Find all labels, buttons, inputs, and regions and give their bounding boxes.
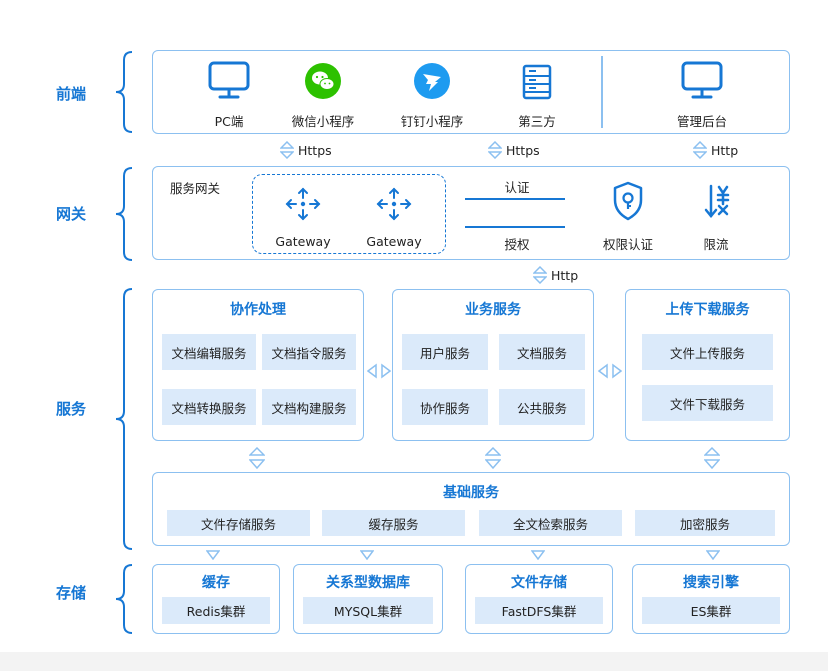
- bidirectional-arrow-icon: [693, 141, 707, 159]
- transfer-service-item: 文件上传服务: [642, 334, 773, 370]
- gateway-cluster: [252, 174, 446, 254]
- client-label-dingtalk: 钉钉小程序: [400, 114, 464, 129]
- storage-item: ES集群: [642, 597, 780, 624]
- gateway-node-label: Gateway: [275, 234, 331, 249]
- horizontal-bidirectional-arrow-icon: [598, 363, 622, 379]
- move-arrows-icon: [376, 187, 412, 221]
- storage-title: 关系型数据库: [326, 575, 410, 591]
- protocol-label: Http: [551, 267, 579, 283]
- base-service-item: 文件存储服务: [167, 510, 310, 536]
- business-service-item: 公共服务: [499, 389, 585, 425]
- business-service-item: 协作服务: [402, 389, 488, 425]
- vertical-bidirectional-arrow-icon: [704, 447, 720, 469]
- collab-service-item: 文档编辑服务: [162, 334, 256, 370]
- business-service-item: 文档服务: [499, 334, 585, 370]
- collab-service-item: 文档构建服务: [262, 389, 356, 425]
- base-service-item: 加密服务: [635, 510, 775, 536]
- storage-title: 搜索引擎: [683, 575, 739, 591]
- protocol-http-2: Http: [533, 266, 578, 284]
- bottom-bar: [0, 652, 828, 671]
- client-label-pc: PC端: [214, 114, 244, 129]
- dingtalk-icon: [414, 63, 450, 99]
- transfer-service-item: 文件下载服务: [642, 385, 773, 421]
- brace-gateway: [115, 167, 133, 261]
- business-service-item: 用户服务: [402, 334, 488, 370]
- protocol-label: Https: [298, 142, 332, 158]
- gateway-node-label: Gateway: [366, 234, 422, 249]
- protocol-https-1: Https: [280, 141, 332, 159]
- transfer-service-title: 上传下载服务: [665, 302, 750, 318]
- permission-label: 权限认证: [602, 237, 653, 252]
- authz-label: 授权: [504, 237, 530, 252]
- down-arrow-icon: [706, 550, 720, 560]
- base-service-title: 基础服务: [443, 485, 499, 501]
- protocol-https-2: Https: [488, 141, 540, 159]
- down-arrow-icon: [531, 550, 545, 560]
- base-service-item: 全文检索服务: [479, 510, 622, 536]
- layer-label-storage: 存储: [56, 584, 87, 602]
- frontend-divider: [601, 56, 603, 128]
- bidirectional-arrow-icon: [488, 141, 502, 159]
- down-arrow-icon: [360, 550, 374, 560]
- collab-service-item: 文档指令服务: [262, 334, 356, 370]
- rate-limit-label: 限流: [703, 237, 729, 252]
- layer-label-gateway: 网关: [56, 205, 87, 223]
- gateway-title: 服务网关: [170, 181, 221, 196]
- brace-services: [115, 288, 133, 550]
- storage-item: FastDFS集群: [475, 597, 603, 624]
- brace-frontend: [115, 51, 133, 133]
- rate-limit-icon: [704, 184, 730, 218]
- vertical-bidirectional-arrow-icon: [249, 447, 265, 469]
- storage-title: 缓存: [202, 575, 230, 591]
- collab-service-title: 协作处理: [230, 302, 286, 318]
- client-label-wechat: 微信小程序: [291, 114, 355, 129]
- monitor-icon: [681, 61, 723, 99]
- storage-title: 文件存储: [511, 575, 567, 591]
- protocol-http-1: Http: [693, 141, 738, 159]
- storage-item: MYSQL集群: [303, 597, 433, 624]
- server-icon: [522, 64, 552, 100]
- authz-line: [465, 226, 565, 228]
- storage-item: Redis集群: [162, 597, 270, 624]
- horizontal-bidirectional-arrow-icon: [367, 363, 391, 379]
- layer-label-services: 服务: [56, 400, 87, 418]
- protocol-label: Http: [711, 142, 739, 158]
- client-label-admin: 管理后台: [676, 114, 727, 129]
- brace-storage: [115, 564, 133, 634]
- auth-line: [465, 198, 565, 200]
- collab-service-item: 文档转换服务: [162, 389, 256, 425]
- vertical-bidirectional-arrow-icon: [485, 447, 501, 469]
- wechat-icon: [305, 63, 341, 99]
- move-arrows-icon: [285, 187, 321, 221]
- auth-label: 认证: [504, 180, 530, 195]
- monitor-icon: [208, 61, 250, 99]
- bidirectional-arrow-icon: [280, 141, 294, 159]
- base-service-item: 缓存服务: [322, 510, 465, 536]
- bidirectional-arrow-icon: [533, 266, 547, 284]
- client-label-third-party: 第三方: [518, 114, 556, 129]
- layer-label-frontend: 前端: [56, 85, 87, 103]
- protocol-label: Https: [506, 142, 540, 158]
- shield-icon: [613, 181, 643, 221]
- down-arrow-icon: [206, 550, 220, 560]
- business-service-title: 业务服务: [465, 302, 521, 318]
